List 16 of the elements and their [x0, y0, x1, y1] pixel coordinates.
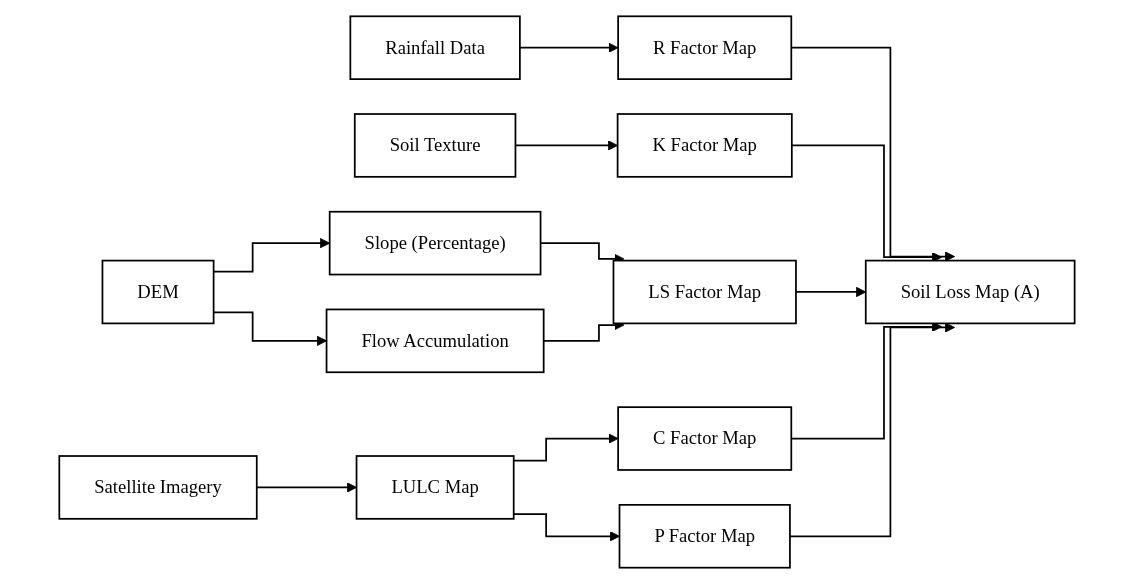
node-box: LULC Map — [355, 454, 515, 520]
node-box: C Factor Map — [617, 405, 793, 471]
node-box: P Factor Map — [618, 503, 791, 569]
node-box: LS Factor Map — [612, 259, 797, 324]
arrow — [519, 42, 619, 53]
node-box: R Factor Map — [617, 14, 793, 80]
node-box: Soil Loss Map (A) — [864, 259, 1076, 324]
node-box: Rainfall Data — [349, 14, 521, 80]
arrow — [789, 321, 956, 537]
arrow — [791, 144, 943, 262]
node-box: Flow Accumulation — [325, 308, 545, 373]
node-box: Satellite Imagery — [58, 454, 258, 520]
node-box: Soil Texture — [353, 112, 517, 178]
node-box: DEM — [101, 259, 215, 324]
node-box: Slope (Percentage) — [328, 210, 542, 275]
node-box: K Factor Map — [616, 112, 793, 178]
